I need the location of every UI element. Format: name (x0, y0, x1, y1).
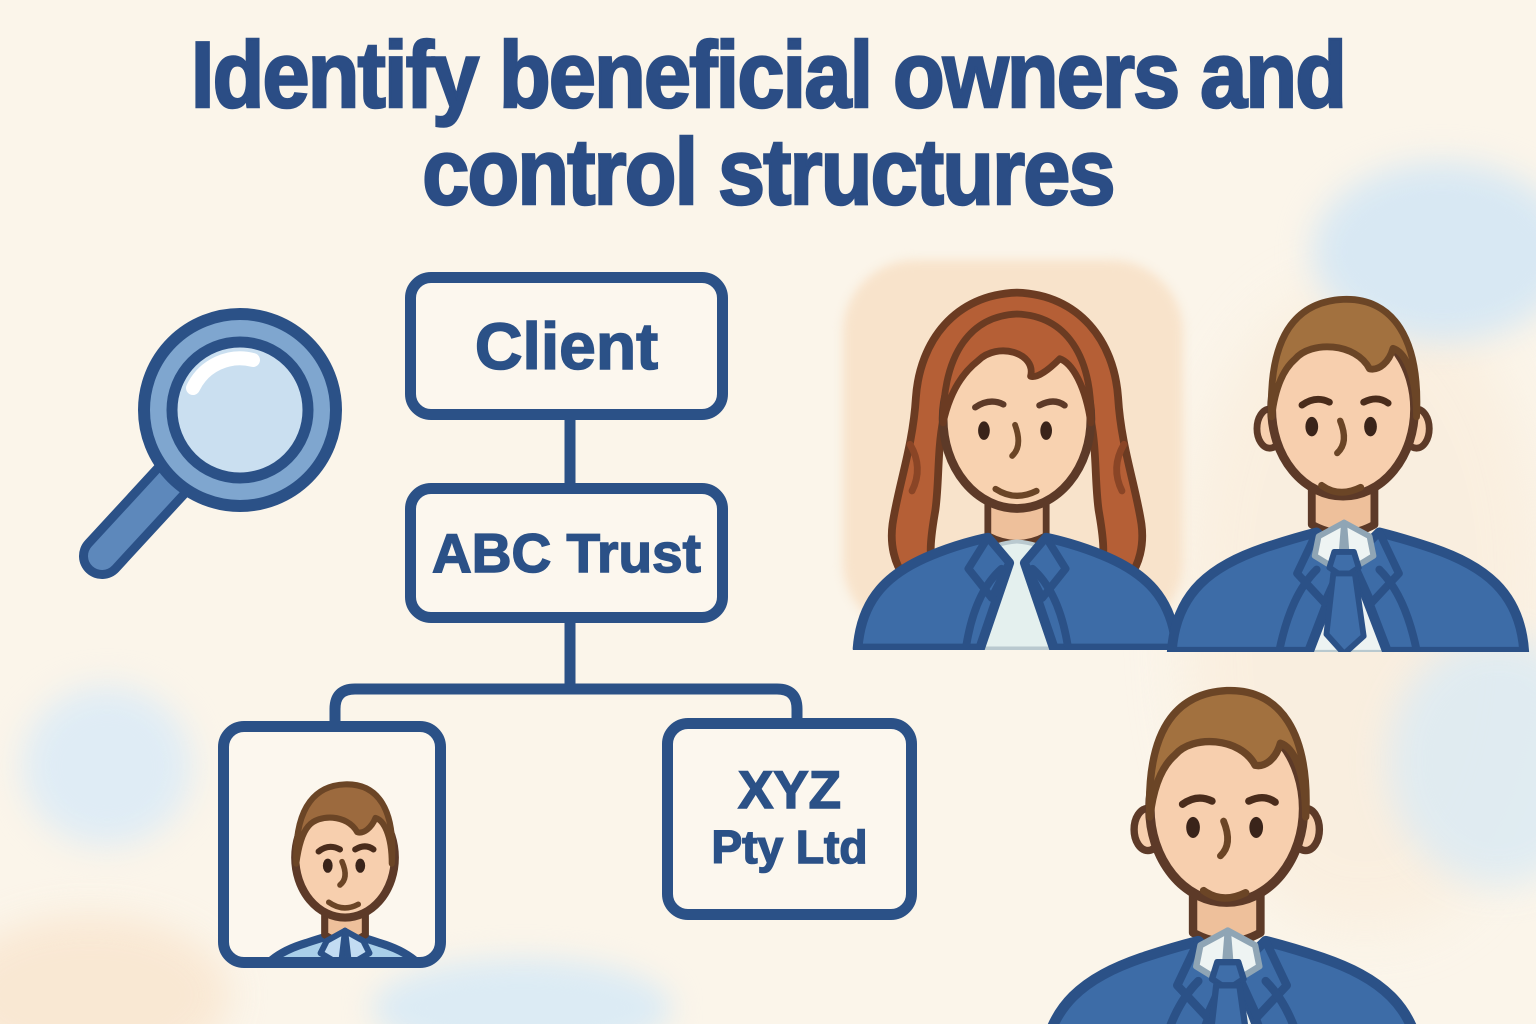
trust-label: ABC Trust (431, 521, 701, 585)
man-portrait-top-right-illustration (1162, 260, 1534, 652)
peach-rounded-square-behind-woman (843, 260, 1183, 634)
blue-wash-right-middle (1388, 636, 1536, 886)
company-label-line-1: XYZ (737, 761, 842, 820)
flowchart-node-beneficial-owner-portrait (218, 721, 446, 968)
flowchart-node-abc-trust: ABC Trust (405, 483, 728, 623)
flowchart-node-client: Client (405, 272, 728, 420)
magnifying-glass-icon (79, 308, 342, 579)
woman-portrait-illustration (852, 288, 1182, 650)
company-label-line-2: Pty Ltd (711, 820, 868, 874)
man-portrait-bottom-right-illustration (1032, 648, 1432, 1024)
title-line-1: Identify beneficial owners and (190, 22, 1348, 127)
peach-wash-bottom-left (0, 915, 230, 1024)
peach-wash-right (1185, 290, 1536, 930)
page-title: Identify beneficial owners and control s… (77, 22, 1459, 224)
portrait-man-illustration (269, 781, 417, 957)
title-line-2: control structures (421, 119, 1117, 224)
client-label: Client (474, 308, 659, 384)
blue-wash-bottom-left (22, 686, 192, 846)
flowchart-node-xyz-pty-ltd: XYZ Pty Ltd (662, 718, 917, 920)
